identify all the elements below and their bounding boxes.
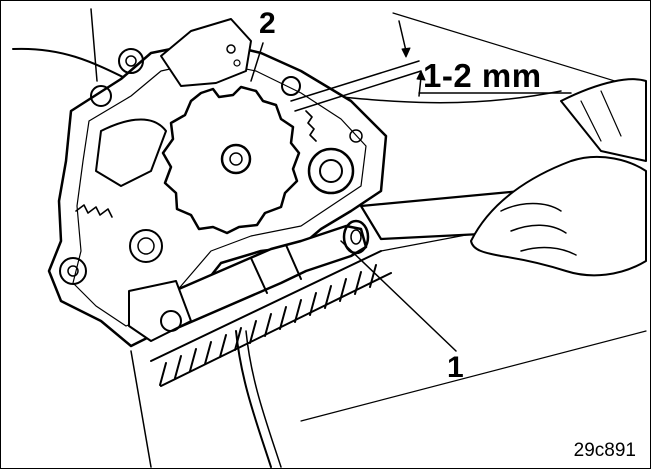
lever-arm <box>95 118 167 187</box>
cylinder-seam <box>285 244 302 280</box>
top-bracket <box>160 18 252 87</box>
callout-1: 1 <box>447 351 464 384</box>
gear-hub <box>220 143 252 175</box>
door-edge-line <box>90 8 98 82</box>
finger <box>500 202 562 212</box>
bowden-cable <box>245 330 282 468</box>
clevis-pin <box>160 310 182 332</box>
cylinder-seam <box>250 257 268 294</box>
panel-line <box>392 12 642 90</box>
dimension-arrow-head <box>416 70 426 81</box>
leader-line-2 <box>250 42 264 82</box>
rod-end-inner <box>350 229 362 245</box>
hole <box>349 129 363 143</box>
dimension-ext <box>294 70 422 112</box>
bowden-cable <box>235 330 272 468</box>
callout-2: 2 <box>259 7 276 40</box>
hole <box>129 229 163 263</box>
hole <box>125 55 137 67</box>
sleeve-fold <box>580 90 622 142</box>
body-line <box>300 330 647 422</box>
hole <box>281 76 301 96</box>
dimension-arrow <box>398 20 407 52</box>
hole <box>226 44 236 54</box>
rod-end <box>342 219 370 255</box>
hole <box>59 257 87 285</box>
hole <box>233 59 241 67</box>
small-spring <box>305 110 317 142</box>
figure-code: 29c891 <box>573 440 636 461</box>
leader-line-1 <box>340 240 457 352</box>
sleeve <box>560 78 647 162</box>
hand <box>470 155 647 277</box>
hole <box>137 237 155 255</box>
hole <box>67 265 79 277</box>
dimension-arrow-head <box>401 47 411 58</box>
finger <box>520 246 577 256</box>
gear-sector <box>161 85 301 235</box>
clearance-label: 1-2 mm <box>423 57 542 94</box>
hole <box>307 147 355 195</box>
hole <box>118 48 144 74</box>
body-line <box>130 350 152 468</box>
gear-hub-inner <box>229 152 243 166</box>
finger <box>510 224 567 234</box>
dimension-ext <box>290 60 420 102</box>
hole <box>319 159 343 183</box>
small-spring <box>75 204 113 218</box>
coil-spring <box>150 250 392 387</box>
hole <box>90 85 112 107</box>
